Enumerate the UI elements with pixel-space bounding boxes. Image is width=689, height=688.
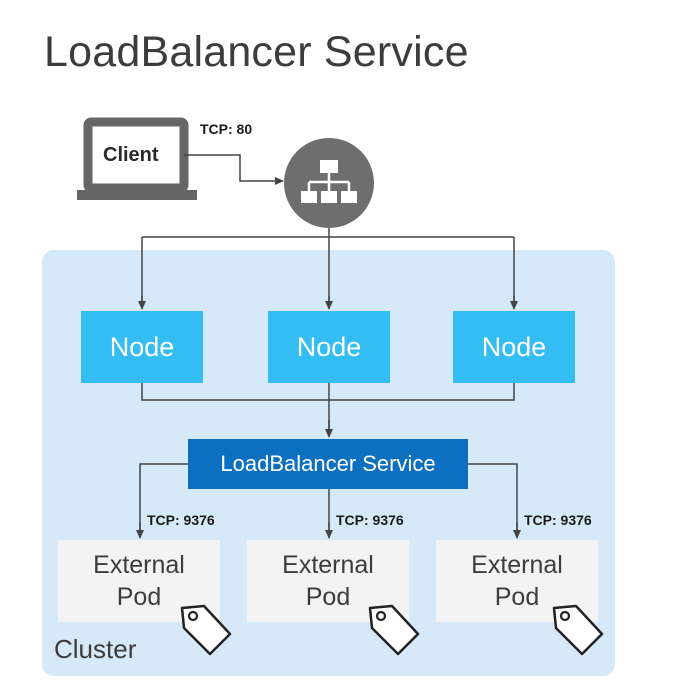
pod-label-line1: External [93, 551, 185, 579]
pod-label-line2: Pod [305, 583, 351, 611]
nodes-to-service-connector [141, 383, 515, 430]
cluster-label: Cluster [54, 634, 137, 664]
pod-2-port-label: TCP: 9376 [336, 512, 404, 528]
pod-label-line1: External [282, 551, 374, 579]
lb-to-nodes-connector [141, 228, 515, 307]
loadbalancer-service-box: LoadBalancer Service [188, 439, 468, 489]
pod-label-line2: Pod [494, 583, 540, 611]
tag-icon [368, 604, 420, 656]
pod-3-port-label: TCP: 9376 [524, 512, 592, 528]
tag-icon [552, 604, 604, 656]
pod-label-line2: Pod [116, 583, 162, 611]
client-to-lb-connector [184, 154, 284, 185]
client-label: Client [103, 144, 159, 166]
network-hierarchy-icon [284, 138, 374, 228]
page-title: LoadBalancer Service [44, 28, 469, 76]
node-1: Node [81, 311, 203, 383]
pod-label-line1: External [471, 551, 563, 579]
client-port-label: TCP: 80 [200, 121, 253, 137]
node-3: Node [453, 311, 575, 383]
pod-1-port-label: TCP: 9376 [147, 512, 215, 528]
node-2: Node [268, 311, 390, 383]
tag-icon [180, 604, 232, 656]
